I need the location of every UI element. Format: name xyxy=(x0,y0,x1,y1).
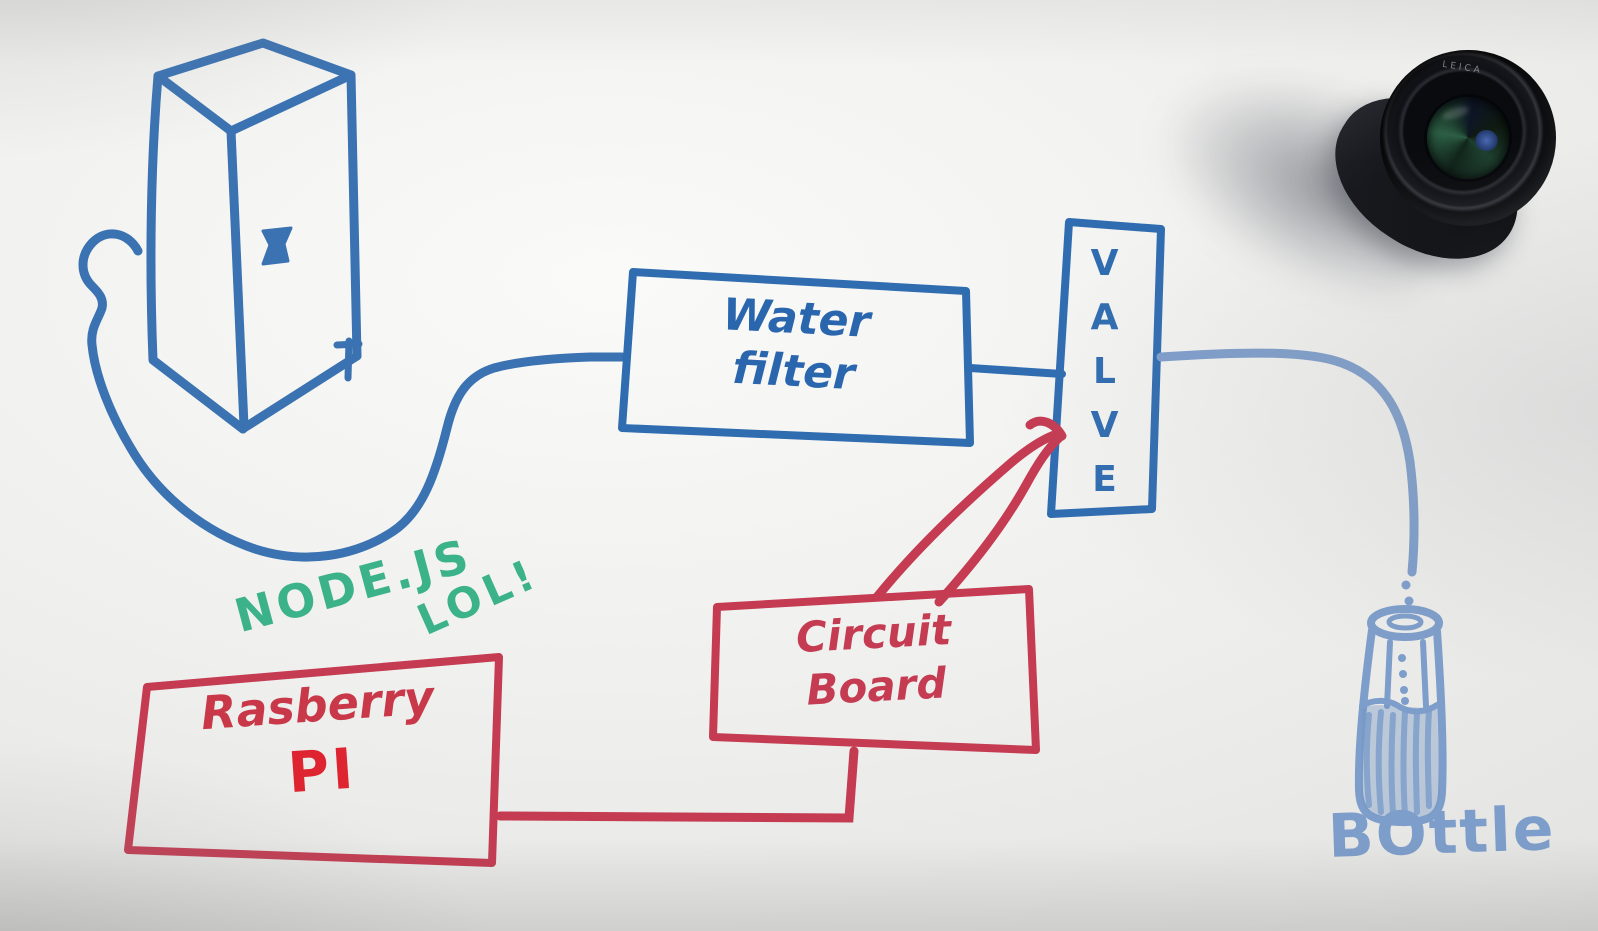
line-valve-to-bottle xyxy=(1156,348,1419,577)
wire-board-to-pi xyxy=(495,746,859,823)
circuit-board-box xyxy=(709,585,1040,754)
raspberry-pi-box xyxy=(124,653,503,867)
camera-lens-engraving: LEICA xyxy=(1441,59,1484,77)
line-filter-to-valve xyxy=(966,364,1066,378)
water-filter-box xyxy=(618,268,974,447)
raspberry-pi-label: Rasberry PI xyxy=(156,665,484,820)
water-tank-drawing xyxy=(146,38,363,434)
camera-lens-glass-reflection xyxy=(1475,130,1498,151)
hose-tank-to-filter xyxy=(78,229,627,562)
circuit-board-label: Circuit Board xyxy=(727,600,1022,720)
camera-lens-front: LEICA xyxy=(1380,50,1556,226)
drip-dots xyxy=(1398,580,1414,705)
water-filter-label: Water filter xyxy=(647,285,942,406)
valve-label: VALVE xyxy=(1084,243,1125,513)
valve-box xyxy=(1047,218,1165,518)
bottle-label: BOttle xyxy=(1326,794,1557,872)
camera-lens-glass xyxy=(1427,97,1509,179)
bottle-drawing xyxy=(1354,605,1447,827)
tube-board-to-valve xyxy=(872,416,1067,607)
tank-dispenser-tap-icon xyxy=(261,226,293,266)
camera-lens-glass-glint xyxy=(1441,104,1470,122)
